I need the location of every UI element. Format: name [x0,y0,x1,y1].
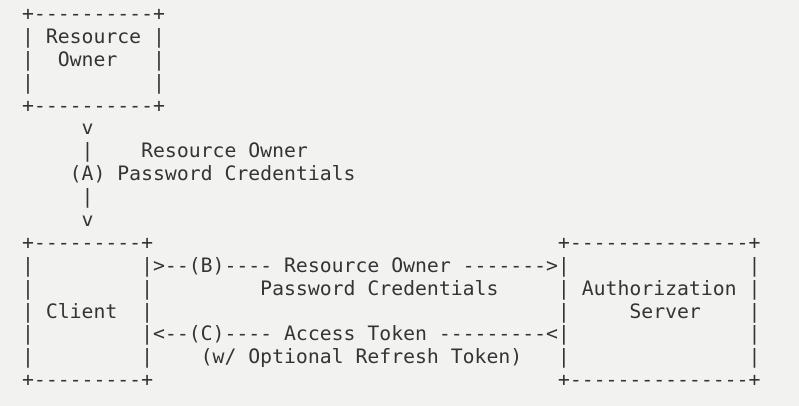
diagram-line-step-a-label: | Resource Owner [22,139,308,163]
diagram-line-step-c-arrow: | |<--(C)---- Access Token ---------<| | [22,322,761,346]
diagram-line-client-and-server-labels: | Client | | Server | [22,299,761,323]
diagram-line: +----------+ [22,93,165,117]
diagram-line-resource-owner-box: | Owner | [22,47,165,71]
diagram-line: +---------+ +---------------+ [22,368,761,392]
diagram-line-arrow-down: v [22,208,94,232]
diagram-line-step-b-arrow: | |>--(B)---- Resource Owner ------->| | [22,253,761,277]
diagram-line-resource-owner-box: | | [22,70,165,94]
diagram-line-arrow-down: v [22,116,94,140]
diagram-line: +----------+ [22,2,165,25]
diagram-line-step-a-label: (A) Password Credentials [22,162,356,186]
diagram-line-step-c-label: | | (w/ Optional Refresh Token) | | [22,345,761,369]
diagram-line-step-b-label: | | Password Credentials | Authorization… [22,276,761,300]
diagram-line: +---------+ +---------------+ [22,230,761,254]
diagram-line-arrow-down: | [22,185,94,209]
diagram-line-resource-owner-box: | Resource | [22,24,165,48]
